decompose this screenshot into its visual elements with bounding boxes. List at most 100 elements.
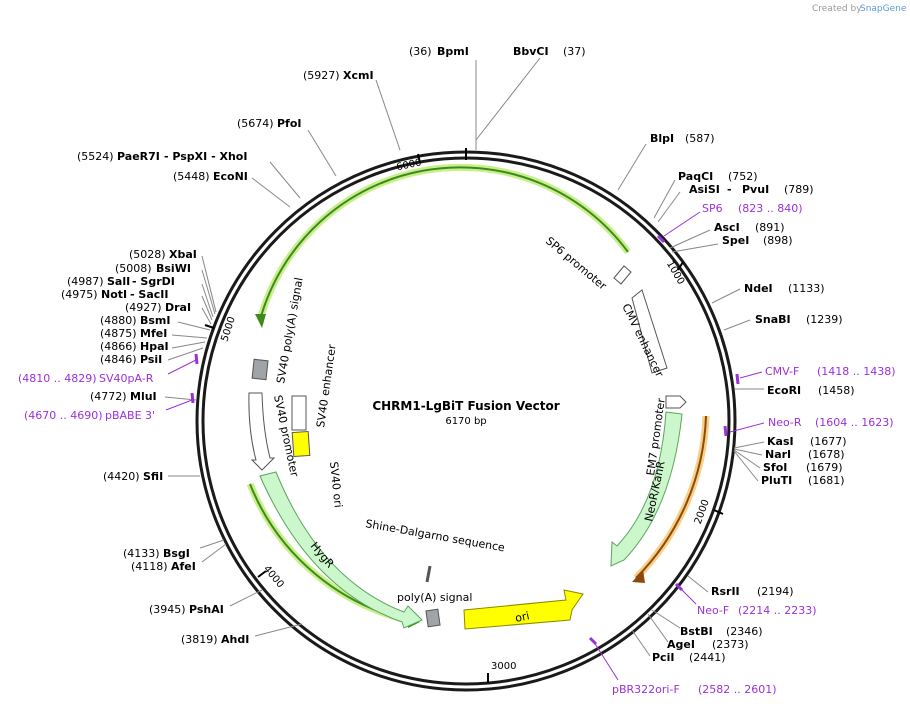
em7-promoter-feature[interactable]: [665, 395, 687, 409]
enzyme-name-kasi[interactable]: KasI: [767, 435, 794, 448]
enzyme-pos-pshai: (3945): [149, 603, 186, 616]
enzyme-name-bsiwi[interactable]: BsiWI: [156, 262, 191, 275]
enzyme-name-mlui[interactable]: MluI: [130, 390, 157, 403]
enzyme-pos-bstbi: (2346): [726, 625, 763, 638]
enzyme-name-pvui[interactable]: PvuI: [742, 183, 769, 196]
enzyme-pos-ecori: (1458): [818, 384, 855, 397]
primer-range-pbr322ori-f: (2582 .. 2601): [698, 683, 777, 696]
enzyme-name-agei[interactable]: AgeI: [667, 638, 695, 651]
primer-mark-neo-f: [674, 582, 684, 592]
cmv-enhancer-feature[interactable]: [631, 289, 668, 374]
enzyme-name-mfei[interactable]: MfeI: [140, 327, 167, 340]
polya-signal-feature[interactable]: [425, 608, 441, 628]
enzyme-name-pshai[interactable]: PshAI: [189, 603, 224, 616]
feature-label-sv40-polya: SV40 poly(A) signal: [274, 276, 305, 384]
enzyme-name-nari[interactable]: NarI: [765, 448, 791, 461]
tick-label-4000: 4000: [261, 564, 286, 591]
sv40-enhancer-feature[interactable]: [291, 395, 307, 431]
leader-kasi: [733, 441, 765, 449]
leader-cmv-f: [739, 371, 763, 379]
primer-name-sp6[interactable]: SP6: [702, 202, 723, 215]
primer-mark-sp6: [656, 234, 666, 244]
leader-pshai: [229, 589, 263, 607]
enzyme-name-ndei[interactable]: NdeI: [744, 282, 773, 295]
enzyme-pos-paqci: (752): [728, 170, 758, 183]
enzyme-pos-spei: (898): [763, 234, 793, 247]
enzyme-pos-snabi: (1239): [806, 313, 843, 326]
leader-asci: [669, 229, 711, 249]
leader-noti: [201, 295, 213, 321]
enzyme-name-sfii[interactable]: SfiI: [143, 470, 163, 483]
enzyme-name-pfoi[interactable]: PfoI: [277, 117, 302, 130]
enzyme-name-xcmi[interactable]: XcmI: [343, 69, 374, 82]
enzyme-name-pcii[interactable]: PciI: [652, 651, 674, 664]
enzyme-extra-paer7i[interactable]: - PspXI - XhoI: [164, 150, 247, 163]
shine-dalgarno-feature[interactable]: [425, 565, 432, 583]
enzyme-name-snabi[interactable]: SnaBI: [755, 313, 791, 326]
enzyme-pos-ndei: (1133): [788, 282, 825, 295]
enzyme-name-noti[interactable]: NotI: [101, 288, 127, 301]
enzyme-pos-paer7i: (5524): [77, 150, 114, 163]
map-title: CHRM1-LgBiT Fusion Vector: [372, 399, 559, 413]
leader-mlui: [164, 396, 197, 401]
hygr-feature[interactable]: [259, 471, 423, 629]
enzyme-name-hpai[interactable]: HpaI: [140, 340, 169, 353]
sp6-promoter-feature[interactable]: [613, 265, 632, 285]
leader-rsrii: [687, 575, 709, 593]
leader-agei: [647, 613, 669, 643]
enzyme-name-bstbi[interactable]: BstBI: [680, 625, 713, 638]
primer-name-pbabe3[interactable]: pBABE 3': [105, 409, 155, 422]
sv40-polya-feature[interactable]: [251, 358, 269, 381]
primer-name-neo-r[interactable]: Neo-R: [768, 416, 802, 429]
leader-asisi: [657, 191, 681, 223]
enzyme-name-xbai[interactable]: XbaI: [169, 248, 197, 261]
enzyme-extra-sali[interactable]: - SgrDI: [132, 275, 175, 288]
enzyme-name-spei[interactable]: SpeI: [722, 234, 749, 247]
enzyme-name-rsrii[interactable]: RsrII: [711, 585, 740, 598]
enzyme-name-paer7i[interactable]: PaeR7I: [117, 150, 160, 163]
enzyme-name-psii[interactable]: PsiI: [140, 353, 162, 366]
primer-mark-neo-r: [723, 425, 728, 437]
primer-range-sv40pa-r: (4810 .. 4829): [18, 372, 97, 385]
tick-mark-2000: [713, 509, 724, 515]
sv40-promoter-feature[interactable]: [248, 392, 276, 471]
enzyme-name-asci[interactable]: AscI: [714, 221, 740, 234]
primer-name-sv40pa-r[interactable]: SV40pA-R: [99, 372, 154, 385]
enzyme-name-bsmi[interactable]: BsmI: [140, 314, 171, 327]
enzyme-name-sali[interactable]: SalI: [107, 275, 130, 288]
enzyme-pos-econi: (5448): [173, 170, 210, 183]
enzyme-pos-sali: (4987): [67, 275, 104, 288]
enzyme-pos-bsmi: (4880): [100, 314, 137, 327]
enzyme-name-sfoi[interactable]: SfoI: [763, 461, 787, 474]
leader-hpai: [171, 341, 206, 349]
tick-mark-4000: [257, 570, 267, 578]
enzyme-name-bbvci[interactable]: BbvCI: [513, 45, 549, 58]
sv40-ori-feature[interactable]: [291, 430, 311, 458]
enzyme-pos-hpai: (4866): [100, 340, 137, 353]
enzyme-pos-mfei: (4875): [100, 327, 137, 340]
primer-name-cmv-f[interactable]: CMV-F: [765, 365, 799, 378]
enzyme-name-afei[interactable]: AfeI: [171, 560, 196, 573]
enzyme-extra-noti[interactable]: - SacII: [130, 288, 168, 301]
enzyme-pos-xbai: (5028): [129, 248, 166, 261]
neor-kanr-feature[interactable]: [610, 411, 683, 567]
enzyme-pos-drai: (4927): [125, 301, 162, 314]
enzyme-name-econi[interactable]: EcoNI: [213, 170, 248, 183]
leader-paqci: [653, 179, 676, 219]
credit-brand: SnapGene: [860, 4, 907, 14]
enzyme-name-bpmi[interactable]: BpmI: [437, 45, 469, 58]
enzyme-name-drai[interactable]: DraI: [165, 301, 191, 314]
enzyme-pos-psii: (4846): [100, 353, 137, 366]
enzyme-name-blpi[interactable]: BlpI: [650, 132, 674, 145]
enzyme-name-asisi[interactable]: AsiSI: [689, 183, 720, 196]
primer-name-pbr322ori-f[interactable]: pBR322ori-F: [612, 683, 680, 696]
enzyme-name-bsgi[interactable]: BsgI: [163, 547, 190, 560]
leader-xbai: [201, 255, 217, 313]
enzyme-name-pluti[interactable]: PluTI: [761, 474, 792, 487]
ori-feature[interactable]: [463, 589, 584, 630]
enzyme-name-ahdi[interactable]: AhdI: [221, 633, 249, 646]
primer-name-neo-f[interactable]: Neo-F: [697, 604, 729, 617]
enzyme-name-ecori[interactable]: EcoRI: [767, 384, 801, 397]
enzyme-name-paqci[interactable]: PaqCI: [678, 170, 713, 183]
leader-nari: [733, 448, 763, 456]
